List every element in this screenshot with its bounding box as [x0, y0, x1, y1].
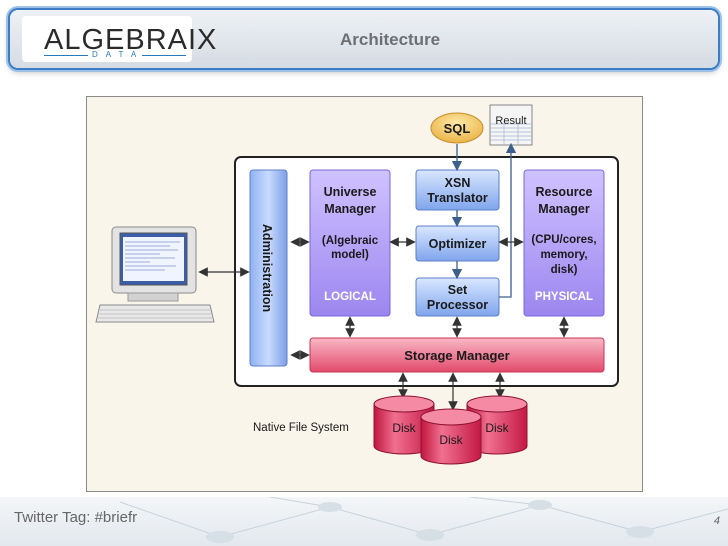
- disk-label-3: Disk: [485, 421, 509, 435]
- administration-box: Administration: [249, 169, 288, 367]
- disk-label-2: Disk: [439, 433, 463, 447]
- resource-label-2: Manager: [538, 202, 590, 216]
- slide-title: Architecture: [340, 30, 441, 49]
- resource-detail-2: memory,: [540, 249, 587, 261]
- optimizer-box: Optimizer: [415, 225, 500, 262]
- bidirectional-arrows: [198, 237, 569, 411]
- logo-rule-right: [142, 55, 186, 56]
- resource-detail-3: disk): [551, 264, 578, 276]
- universe-manager-box: Universe Manager (Algebraic model) LOGIC…: [309, 169, 391, 317]
- optimizer-label: Optimizer: [429, 237, 487, 251]
- administration-label: Administration: [260, 224, 274, 312]
- page-number: 4: [713, 515, 720, 527]
- universe-label-2: Manager: [324, 202, 376, 216]
- storage-manager-label: Storage Manager: [404, 348, 509, 363]
- resource-detail-1: (CPU/cores,: [531, 234, 596, 246]
- disk-label-1: Disk: [392, 421, 416, 435]
- query-flow-arrows: [451, 142, 517, 298]
- storage-manager-box: Storage Manager: [309, 337, 605, 373]
- physical-label: PHYSICAL: [535, 291, 593, 303]
- result-label: Result: [495, 115, 526, 127]
- disk-cylinder-2: Disk: [420, 408, 482, 465]
- xsn-label-1: XSN: [445, 176, 471, 190]
- sql-node: SQL: [430, 112, 484, 144]
- logical-label: LOGICAL: [324, 291, 376, 303]
- result-document: Result: [489, 104, 533, 146]
- universe-model-1: (Algebraic: [322, 235, 379, 247]
- slide-header: ALGEBRAIX DATA Architecture: [10, 10, 718, 68]
- logo-wordmark: ALGEBRAIX: [44, 24, 218, 56]
- computer-icon: [95, 226, 215, 323]
- resource-label-1: Resource: [536, 185, 593, 199]
- algebraix-logo: ALGEBRAIX DATA: [22, 16, 216, 62]
- logo-subtitle: DATA: [92, 50, 145, 59]
- logo-rule-left: [44, 55, 88, 56]
- disk-cylinder-1: Disk: [373, 395, 435, 455]
- sql-label: SQL: [444, 121, 471, 136]
- resource-manager-box: Resource Manager (CPU/cores, memory, dis…: [523, 169, 605, 317]
- disk-cylinder-3: Disk: [466, 395, 528, 455]
- network-pattern-background: [119, 497, 728, 543]
- twitter-tag: Twitter Tag: #briefr: [14, 509, 138, 526]
- universe-label-1: Universe: [324, 185, 377, 199]
- slide-footer: Twitter Tag: #briefr 4: [0, 497, 728, 546]
- set-processor-box: Set Processor: [415, 277, 500, 317]
- native-file-system-label: Native File System: [253, 422, 349, 434]
- set-processor-label-1: Set: [448, 283, 468, 297]
- set-processor-label-2: Processor: [427, 298, 488, 312]
- universe-model-2: model): [331, 249, 369, 261]
- xsn-translator-box: XSN Translator: [415, 169, 500, 211]
- xsn-label-2: Translator: [427, 191, 488, 205]
